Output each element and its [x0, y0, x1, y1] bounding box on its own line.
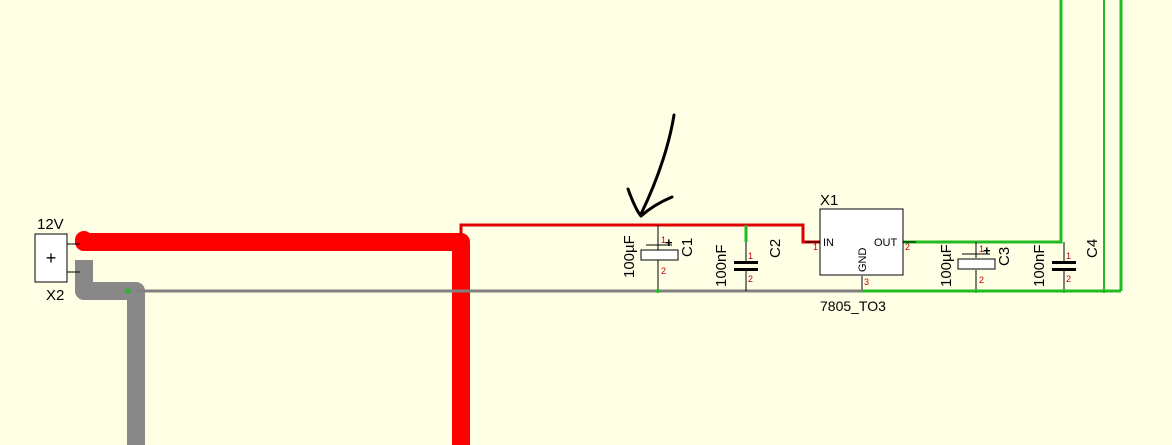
- connector-value-label: 12V: [37, 216, 64, 233]
- c1-pin1: 1: [661, 235, 666, 245]
- regulator-value-label: 7805_TO3: [820, 298, 886, 314]
- c2-plate-bottom: [734, 268, 758, 271]
- c4-name-label: C4: [1084, 239, 1101, 258]
- c3-body: [957, 258, 996, 270]
- c4-value-label: 100nF: [1031, 244, 1048, 287]
- connector-body: [34, 233, 68, 283]
- c3-ground-dot: [974, 289, 978, 293]
- regulator-name-label: X1: [820, 192, 838, 209]
- connector-name-label: X2: [46, 287, 64, 304]
- regulator-pin-in-num: 1: [813, 242, 818, 252]
- c1-body: [640, 249, 679, 261]
- c2-plate-top: [734, 261, 758, 264]
- c3-pin1: 1: [979, 244, 984, 254]
- capacitor-c3[interactable]: + 1 2 100µF C3: [938, 242, 1013, 293]
- regulator-pin-out: OUT: [874, 237, 898, 249]
- output-wire[interactable]: [903, 0, 1063, 244]
- arrow-shaft: [639, 113, 676, 216]
- ground-junction-1104: [1102, 289, 1106, 293]
- c1-plus: +: [665, 235, 673, 250]
- connector-x2[interactable]: + 12V X2: [34, 216, 80, 304]
- capacitor-c2[interactable]: 1 2 100nF C2: [713, 225, 784, 291]
- c1-name-label: C1: [679, 238, 696, 257]
- hand-drawn-arrow-annotation: [626, 113, 676, 218]
- c3-pin2: 2: [979, 275, 984, 285]
- capacitor-c1[interactable]: + 1 2 100µF C1: [621, 225, 696, 293]
- c3-value-label: 100µF: [938, 244, 955, 287]
- c3-name-label: C3: [996, 247, 1013, 266]
- regulator-pin-gnd-num: 3: [864, 277, 869, 287]
- capacitor-c4[interactable]: 1 2 100nF C4: [1031, 239, 1101, 293]
- c2-pin2: 2: [748, 274, 753, 284]
- regulator-pin-in: IN: [823, 237, 834, 249]
- regulator-x1[interactable]: IN OUT GND 1 2 3 X1 7805_TO3: [805, 192, 916, 314]
- junction-dot: [125, 288, 131, 294]
- c4-plate-bottom: [1052, 268, 1076, 271]
- c1-ground-dot: [656, 289, 660, 293]
- connector-plus-symbol: +: [46, 248, 57, 268]
- c4-pin2: 2: [1066, 274, 1071, 284]
- ground-trace-thick[interactable]: [75, 260, 145, 445]
- c4-pin1: 1: [1066, 251, 1071, 261]
- c2-pin1: 1: [748, 251, 753, 261]
- power-trace-thick[interactable]: [75, 231, 470, 445]
- c1-value-label: 100µF: [621, 235, 638, 278]
- c4-ground-dot: [1062, 289, 1066, 293]
- c2-name-label: C2: [767, 239, 784, 258]
- c2-value-label: 100nF: [713, 244, 730, 287]
- regulator-pin-gnd: GND: [857, 248, 869, 273]
- regulator-body: [819, 208, 904, 276]
- arrow-head: [626, 187, 674, 218]
- c1-pin2: 2: [661, 266, 666, 276]
- c3-plus: +: [983, 243, 991, 258]
- regulator-pin-out-num: 2: [905, 242, 910, 252]
- c4-plate-top: [1052, 261, 1076, 264]
